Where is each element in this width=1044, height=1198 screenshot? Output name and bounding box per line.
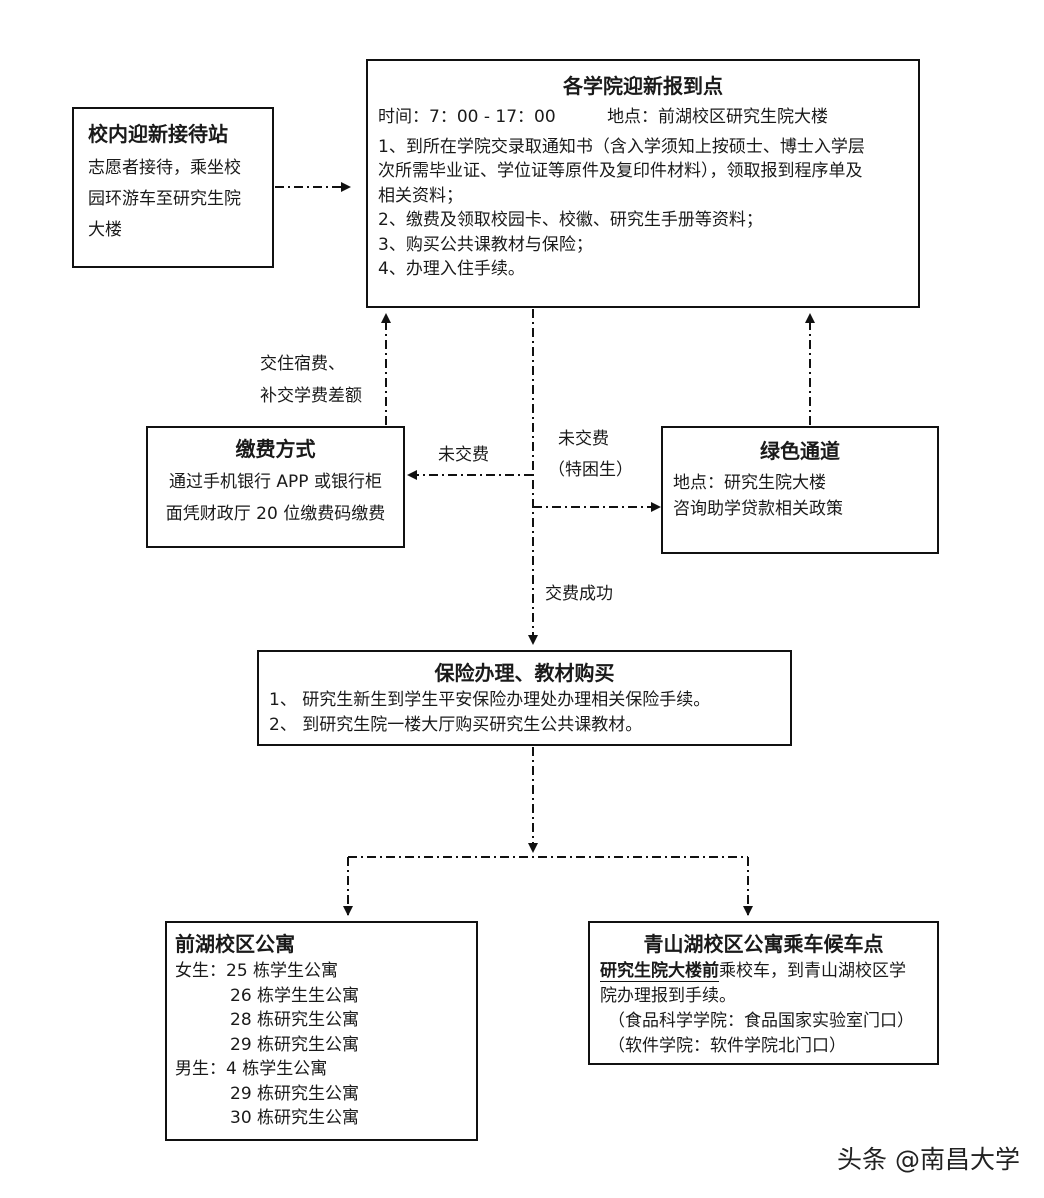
reception-title: 校内迎新接待站 — [88, 122, 228, 146]
qingshan-bus-box: 青山湖校区公寓乘车候车点 研究生院大楼前乘校车，到青山湖校区学 院办理报到手续。… — [588, 921, 939, 1065]
qianhu-dorm-line: 女生：25 栋学生公寓 — [175, 961, 339, 981]
reception-box: 校内迎新接待站 志愿者接待，乘坐校 园环游车至研究生院 大楼 — [72, 107, 274, 268]
qingshan-line: （食品科学学院：食品国家实验室门口） — [608, 1011, 914, 1031]
reception-line: 园环游车至研究生院 — [88, 189, 241, 209]
watermark-text: 头条 @南昌大学 — [837, 1145, 1020, 1174]
insurance-line: 1、 研究生新生到学生平安保险办理处办理相关保险手续。 — [269, 690, 711, 710]
payment-line: 通过手机银行 APP 或银行柜 — [169, 472, 382, 492]
college-item: 次所需毕业证、学位证等原件及复印件材料），领取报到程序单及 — [378, 161, 863, 181]
green-channel-line: 地点：研究生院大楼 — [673, 473, 826, 493]
college-box: 各学院迎新报到点 时间：7：00 - 17：00 地点：前湖校区研究生院大楼 1… — [366, 59, 920, 308]
qianhu-dorm-line: 29 栋研究生公寓 — [230, 1083, 360, 1104]
college-item: 1、到所在学院交录取通知书（含入学须知上按硕士、博士入学层 — [378, 136, 865, 157]
payment-line: 面凭财政厅 20 位缴费码缴费 — [165, 504, 386, 524]
college-item: 4、办理入住手续。 — [378, 259, 525, 279]
label-unpaid-special-1: 未交费 — [558, 429, 609, 449]
green-channel-box: 绿色通道 地点：研究生院大楼 咨询助学贷款相关政策 — [661, 426, 939, 554]
qianhu-dorm-box: 前湖校区公寓 女生：25 栋学生公寓 26 栋学生生公寓 28 栋研究生公寓 2… — [165, 921, 478, 1141]
qianhu-dorm-line: 28 栋研究生公寓 — [230, 1010, 360, 1030]
college-location: 地点：前湖校区研究生院大楼 — [607, 107, 829, 127]
college-time: 时间：7：00 - 17：00 — [378, 107, 556, 127]
reception-line: 大楼 — [88, 220, 122, 240]
qianhu-dorm-title: 前湖校区公寓 — [175, 932, 295, 956]
label-unpaid: 未交费 — [438, 445, 489, 465]
qianhu-dorm-line: 30 栋研究生公寓 — [230, 1108, 360, 1128]
college-title: 各学院迎新报到点 — [563, 74, 723, 98]
qingshan-line: 院办理报到手续。 — [600, 986, 736, 1006]
qingshan-pickup-location: 研究生院大楼前 — [600, 961, 719, 982]
green-channel-line: 咨询助学贷款相关政策 — [673, 499, 843, 519]
payment-title: 缴费方式 — [235, 437, 316, 461]
qianhu-dorm-line: 26 栋学生生公寓 — [230, 985, 360, 1006]
label-dorm-fee-1: 交住宿费、 — [260, 354, 345, 374]
qianhu-dorm-line: 男生：4 栋学生公寓 — [175, 1059, 328, 1079]
college-item: 2、缴费及领取校园卡、校徽、研究生手册等资料； — [378, 210, 763, 230]
insurance-line: 2、 到研究生院一楼大厅购买研究生公共课教材。 — [269, 715, 643, 735]
label-paid-success: 交费成功 — [545, 584, 613, 604]
qingshan-line: （软件学院：软件学院北门口） — [608, 1036, 846, 1056]
qingshan-line: 乘校车，到青山湖校区学 — [719, 961, 906, 981]
payment-box: 缴费方式 通过手机银行 APP 或银行柜 面凭财政厅 20 位缴费码缴费 — [146, 426, 405, 548]
qianhu-dorm-line: 29 栋研究生公寓 — [230, 1034, 360, 1055]
insurance-title: 保险办理、教材购买 — [434, 661, 615, 685]
college-item: 相关资料； — [378, 185, 463, 206]
college-item: 3、购买公共课教材与保险； — [378, 234, 593, 255]
insurance-box: 保险办理、教材购买 1、 研究生新生到学生平安保险办理处办理相关保险手续。 2、… — [257, 650, 792, 746]
green-channel-title: 绿色通道 — [760, 439, 840, 463]
reception-line: 志愿者接待，乘坐校 — [88, 158, 241, 178]
label-dorm-fee-2: 补交学费差额 — [260, 386, 362, 406]
qingshan-bus-title: 青山湖校区公寓乘车候车点 — [643, 932, 884, 956]
label-unpaid-special-2: （特困生） — [548, 460, 633, 480]
